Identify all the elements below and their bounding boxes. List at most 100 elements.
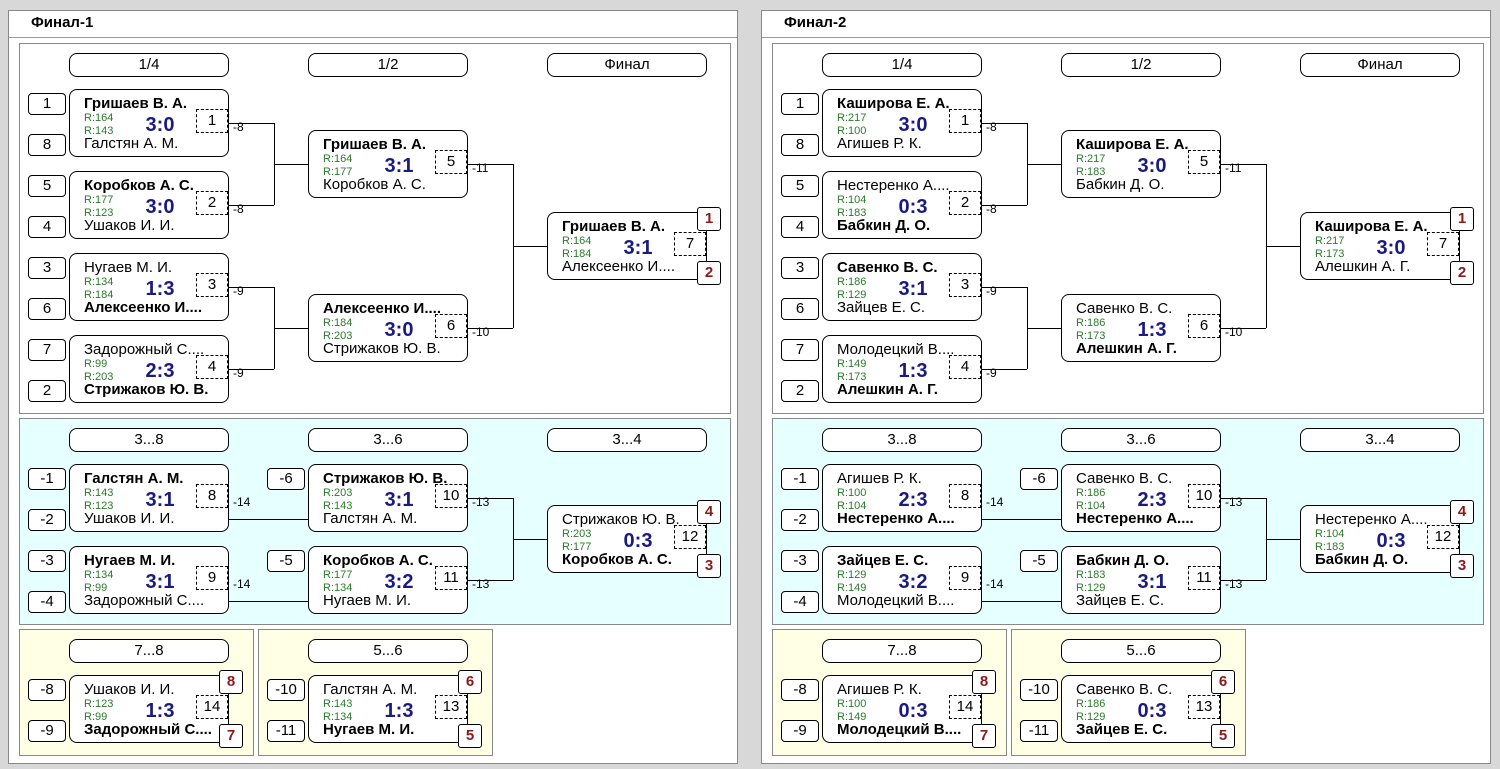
round-label: 3...8 <box>69 428 229 452</box>
player-bottom: Бабкин Д. О. <box>837 217 931 234</box>
rating-top: R:177 <box>323 569 353 581</box>
rating-top: R:203 <box>562 528 592 540</box>
round-label: 3...8 <box>822 428 982 452</box>
player-bottom: Нестеренко А.... <box>837 510 955 527</box>
rating-bottom: R:99 <box>84 711 108 723</box>
match-number: 1 <box>949 109 981 133</box>
round-label: 1/4 <box>822 53 982 77</box>
match-score: 0:3 <box>1376 530 1406 552</box>
player-bottom: Молодецкий В.... <box>837 721 962 738</box>
player-top: Каширова Е. А. <box>1315 218 1428 235</box>
match-number: 10 <box>1188 484 1220 508</box>
rating-top: R:203 <box>323 487 353 499</box>
rating-bottom: R:173 <box>1315 248 1345 260</box>
seed-box: -5 <box>1020 550 1058 572</box>
connector-line <box>1221 328 1266 329</box>
seed-box: -2 <box>781 509 819 531</box>
round-label: Финал <box>547 53 707 77</box>
match-number: 6 <box>1188 314 1220 338</box>
match-number: 12 <box>1427 525 1459 549</box>
connector-line <box>468 580 513 581</box>
panel-title: Финал-2 <box>784 14 847 31</box>
rating-top: R:183 <box>1076 569 1106 581</box>
connector-line <box>468 328 513 329</box>
match-number: 1 <box>196 109 228 133</box>
player-top: Коробков А. С. <box>84 177 194 194</box>
match-score: 2:3 <box>898 489 928 511</box>
player-bottom: Зайцев Е. С. <box>1076 721 1168 738</box>
panel-title: Финал-1 <box>31 14 94 31</box>
seed-box: 1 <box>781 93 819 115</box>
rating-bottom: R:149 <box>837 582 867 594</box>
rating-top: R:217 <box>1315 235 1345 247</box>
match-score: 3:0 <box>145 114 175 136</box>
place-badge: 6 <box>458 670 482 694</box>
match-number: 9 <box>949 566 981 590</box>
connector-line <box>1221 498 1266 499</box>
match-score: 2:3 <box>1137 489 1167 511</box>
player-top: Савенко В. С. <box>1076 300 1173 317</box>
player-bottom: Задорожный С.... <box>84 592 205 609</box>
match-number: 3 <box>196 273 228 297</box>
seed-box: 5 <box>28 175 66 197</box>
rating-bottom: R:184 <box>562 248 592 260</box>
match-score: 3:0 <box>384 319 414 341</box>
round-label: 1/2 <box>308 53 468 77</box>
rating-top: R:99 <box>84 358 108 370</box>
rating-top: R:104 <box>837 194 867 206</box>
rating-bottom: R:123 <box>84 207 114 219</box>
player-bottom: Стрижаков Ю. В. <box>323 340 441 357</box>
player-bottom: Зайцев Е. С. <box>837 299 926 316</box>
loser-link: -11 <box>1225 161 1242 175</box>
seed-box: 3 <box>28 257 66 279</box>
seed-box: -11 <box>267 720 305 742</box>
player-top: Савенко В. С. <box>837 259 938 276</box>
player-top: Нестеренко А.... <box>837 177 950 194</box>
rating-top: R:164 <box>84 112 114 124</box>
connector-line <box>982 287 1027 288</box>
connector-line <box>982 205 1027 206</box>
loser-link: -10 <box>1225 325 1243 339</box>
seed-box: -9 <box>28 720 66 742</box>
round-label: 5...6 <box>1061 639 1221 663</box>
loser-link: -8 <box>233 202 244 216</box>
connector-line <box>229 287 274 288</box>
player-top: Стрижаков Ю. В. <box>562 511 680 528</box>
match-number: 5 <box>435 150 467 174</box>
loser-link: -9 <box>986 284 997 298</box>
loser-link: -8 <box>986 202 997 216</box>
seed-box: -10 <box>1020 679 1058 701</box>
rating-bottom: R:129 <box>1076 582 1106 594</box>
player-bottom: Нугаев М. И. <box>323 592 412 609</box>
match-number: 8 <box>196 484 228 508</box>
match-score: 3:1 <box>384 155 414 177</box>
